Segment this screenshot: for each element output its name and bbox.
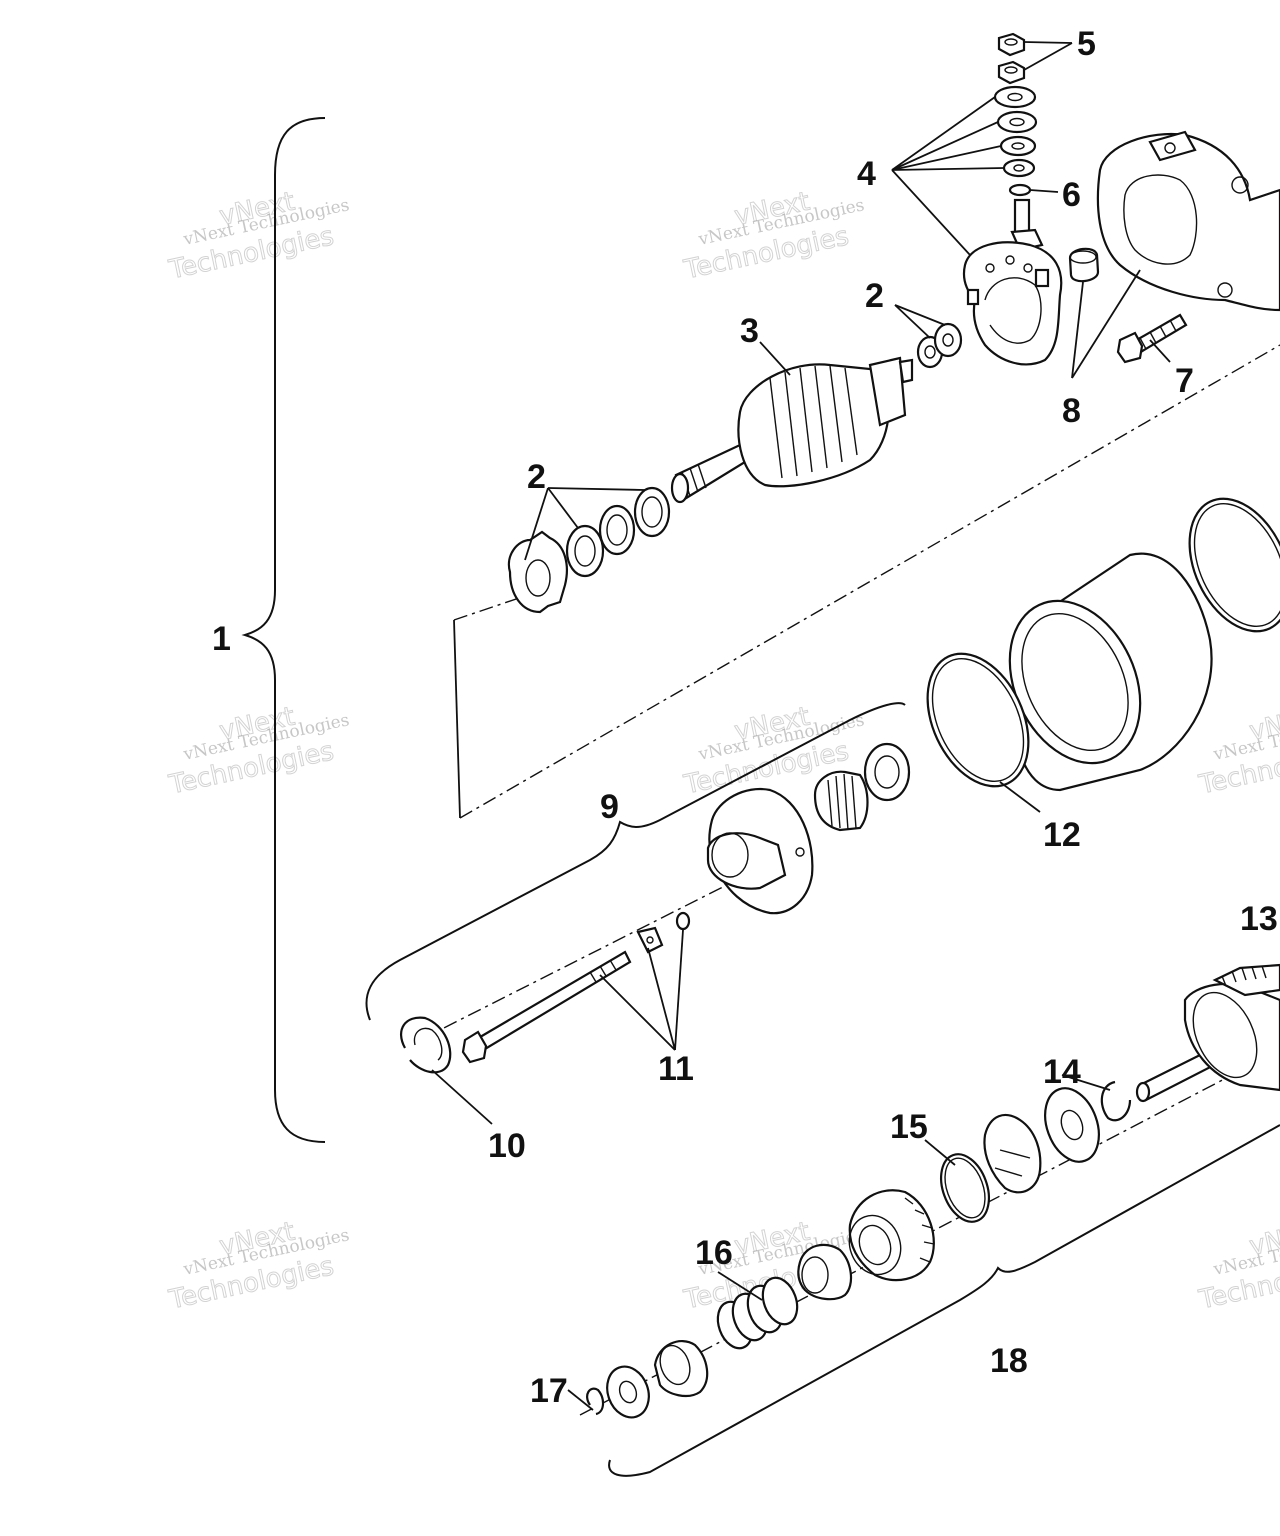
nut-part xyxy=(997,32,1026,85)
watermark-bottom-left: vNext vNext Technologies Technologies xyxy=(165,1216,351,1316)
callout-4: 4 xyxy=(857,155,876,193)
callout-7: 7 xyxy=(1175,362,1194,400)
watermark-mid-left: vNext vNext Technologies Technologies xyxy=(165,701,351,801)
callout-9: 9 xyxy=(600,788,619,826)
sleeve-part xyxy=(797,1243,853,1301)
watermark-top-middle: vNext vNext Technologies Technologies xyxy=(680,186,866,286)
clutch-gear-part xyxy=(1135,963,1280,1103)
watermark-bottom-right: vNext vNext Technologies Technologies xyxy=(1195,1216,1280,1316)
callout-6: 6 xyxy=(1062,176,1081,214)
gasket-ring-12-part xyxy=(926,652,1030,788)
washers-upper-part xyxy=(916,322,963,369)
callout-1: 1 xyxy=(212,620,231,658)
callout-14: 14 xyxy=(1043,1053,1081,1091)
callout-17: 17 xyxy=(530,1372,568,1410)
callout-2-upper: 2 xyxy=(865,277,884,315)
washers-lower-part xyxy=(507,486,671,614)
o-ring-part xyxy=(1008,183,1032,197)
washer-stack-part xyxy=(993,85,1038,178)
callout-16: 16 xyxy=(695,1234,733,1272)
front-housing-part xyxy=(706,742,911,915)
callout-10: 10 xyxy=(488,1127,526,1165)
bolt-part xyxy=(1116,313,1188,364)
end-cover-part xyxy=(1068,130,1280,312)
snap-ring-10-part xyxy=(399,1016,452,1074)
collar-17-part xyxy=(586,1339,709,1419)
callout-3: 3 xyxy=(740,312,759,350)
stop-ring-15-part xyxy=(940,1153,990,1223)
callout-2-lower: 2 xyxy=(527,458,546,496)
assembly-brace xyxy=(241,117,326,1143)
leader-lines xyxy=(431,41,1171,1411)
axis-lines xyxy=(419,344,1280,1416)
collar-washer-part xyxy=(983,1087,1100,1194)
pinion-gear-part xyxy=(848,1189,935,1282)
callout-15: 15 xyxy=(890,1108,928,1146)
yoke-housing-part xyxy=(1008,552,1213,792)
bracket-18 xyxy=(608,1124,1280,1477)
bracket-9 xyxy=(365,702,906,1021)
callout-13: 13 xyxy=(1240,900,1278,938)
callout-12: 12 xyxy=(1043,816,1081,854)
through-bolt-part xyxy=(461,911,691,1064)
callout-5: 5 xyxy=(1077,25,1096,63)
circlip-14-part xyxy=(1100,1080,1132,1122)
callout-labels: 1 2 2 3 4 5 6 7 8 9 10 11 12 13 14 15 16… xyxy=(212,25,1278,1410)
armature-part xyxy=(670,356,914,504)
callout-18: 18 xyxy=(990,1342,1028,1380)
callout-11: 11 xyxy=(658,1050,694,1088)
brush-plate-part xyxy=(962,198,1063,366)
callout-8: 8 xyxy=(1062,392,1081,430)
watermark-top-left: vNext vNext Technologies Technologies xyxy=(165,186,351,286)
gasket-ring-right-part xyxy=(1188,497,1280,633)
